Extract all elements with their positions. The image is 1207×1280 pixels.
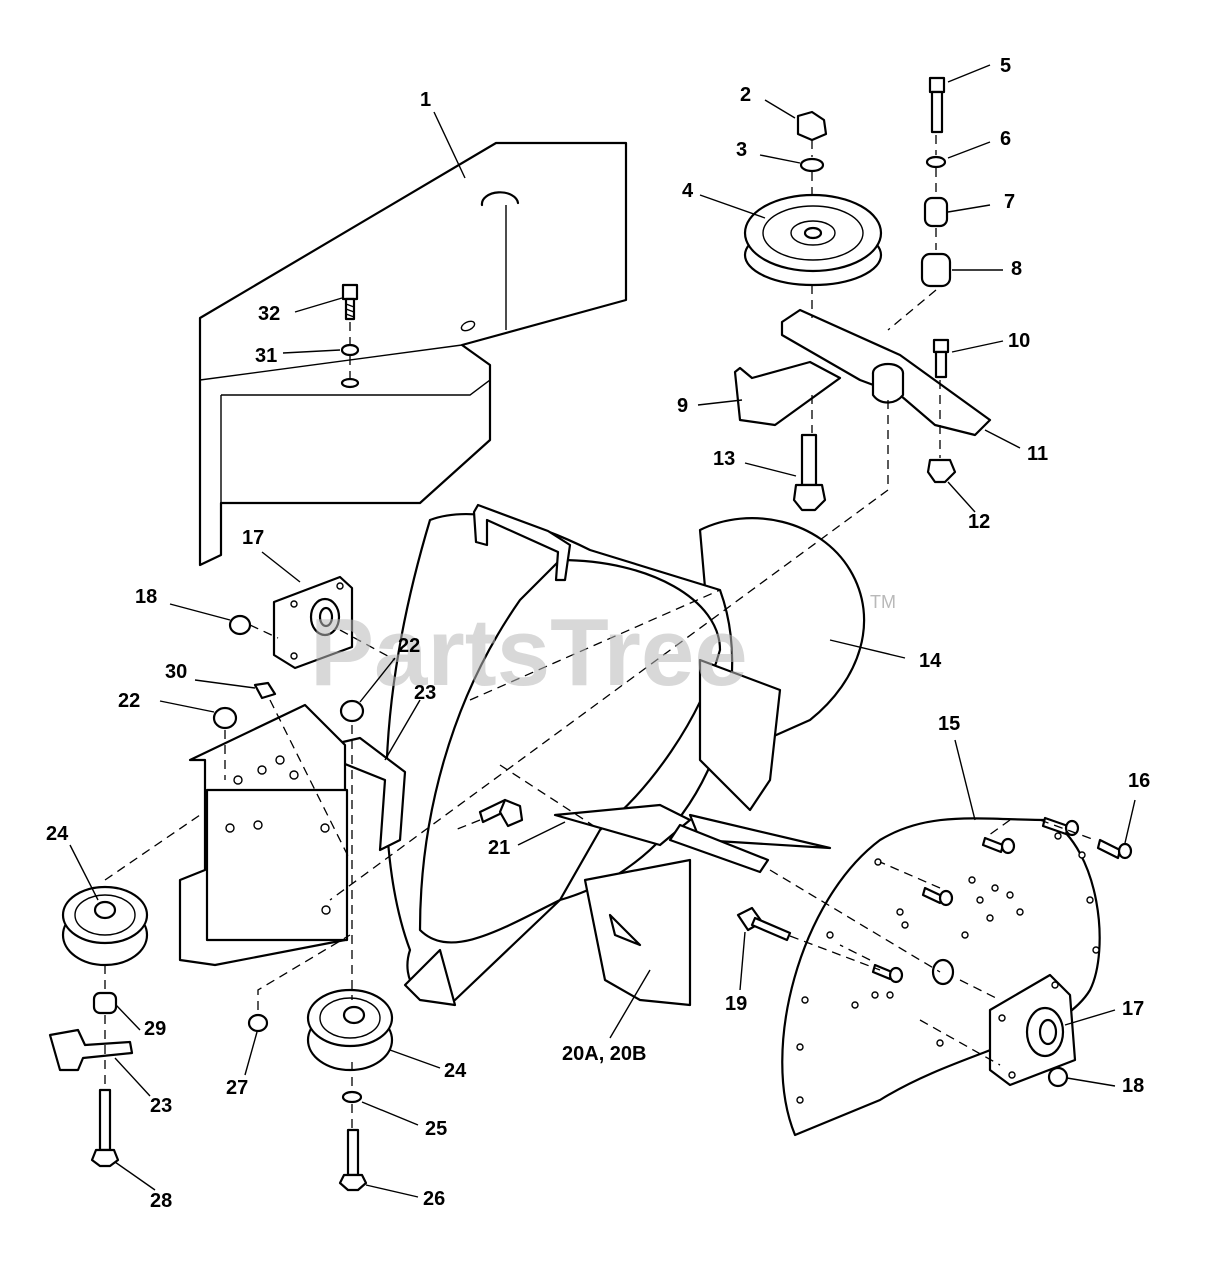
- bolt-19: [736, 906, 792, 942]
- nut-12: [926, 458, 957, 484]
- bracket-23-lower: [48, 1028, 134, 1072]
- spacer-29: [92, 991, 118, 1015]
- alignment-lines: [104, 135, 1096, 1128]
- callout-labels: 1 2 3 4 5 6 7 8 9 10 11 12 13 14 15 16 1…: [46, 55, 1150, 1212]
- callout-17-left: 17: [242, 527, 264, 549]
- bolt-26: [338, 1128, 368, 1192]
- clip-30: [253, 681, 277, 700]
- screw-mid-head: [938, 889, 954, 907]
- callout-19: 19: [725, 993, 747, 1015]
- callout-23-lower: 23: [150, 1095, 172, 1117]
- callout-22-left: 22: [118, 690, 140, 712]
- callout-29: 29: [144, 1018, 166, 1040]
- nut-22-right: [339, 699, 365, 723]
- callout-1: 1: [420, 89, 431, 111]
- callout-24-center: 24: [444, 1060, 467, 1082]
- watermark-tm: TM: [870, 592, 896, 612]
- washer-31: [340, 343, 360, 357]
- bolt-10: [932, 338, 950, 379]
- bolt-28: [90, 1088, 120, 1168]
- nut-22-left: [212, 706, 238, 730]
- callout-2: 2: [740, 84, 751, 106]
- bolt-32: [341, 283, 359, 321]
- bolt-5: [928, 76, 946, 134]
- idler-pulley-24-center: [306, 988, 394, 1072]
- bolt-21: [478, 798, 524, 828]
- callout-17-right: 17: [1122, 998, 1144, 1020]
- callout-10: 10: [1008, 330, 1030, 352]
- callout-22-right: 22: [398, 635, 420, 657]
- spacer-7: [923, 196, 949, 228]
- impeller-20: [553, 658, 832, 1007]
- callout-30: 30: [165, 661, 187, 683]
- callout-15: 15: [938, 713, 960, 735]
- callout-32: 32: [258, 303, 280, 325]
- callout-8: 8: [1011, 258, 1022, 280]
- screw-upper: [981, 836, 1005, 854]
- screw-upper-head: [1000, 837, 1016, 855]
- callout-4: 4: [682, 180, 694, 202]
- callout-13: 13: [713, 448, 735, 470]
- screw-mid: [921, 886, 944, 905]
- washer-6: [925, 155, 947, 169]
- nut-2: [796, 110, 828, 142]
- callout-11: 11: [1027, 443, 1048, 465]
- bracket-9: [733, 360, 842, 427]
- callout-23-upper: 23: [414, 682, 436, 704]
- pulley-4: [743, 193, 883, 287]
- callout-7: 7: [1004, 191, 1015, 213]
- nut-18-right: [1047, 1066, 1069, 1088]
- cover-shield: [198, 141, 628, 567]
- callout-21: 21: [488, 837, 510, 859]
- bolt-13: [792, 433, 827, 512]
- bearing-flange-17-left: [272, 575, 354, 670]
- washer-25: [341, 1090, 363, 1104]
- bushing-8: [920, 252, 952, 288]
- nut-27: [247, 1013, 269, 1033]
- leader-lines: [69, 64, 1136, 1198]
- callout-25: 25: [425, 1118, 447, 1140]
- callout-28: 28: [150, 1190, 172, 1212]
- callout-20: 20A, 20B: [562, 1043, 647, 1065]
- screw-lower-head: [888, 966, 904, 984]
- callout-27: 27: [226, 1077, 248, 1099]
- callout-16: 16: [1128, 770, 1150, 792]
- shield-hole: [340, 377, 360, 389]
- arm-boss: [871, 371, 905, 404]
- blower-housing: [385, 503, 866, 1007]
- mount-bracket: [178, 703, 349, 967]
- callout-12: 12: [968, 511, 990, 533]
- callout-5: 5: [1000, 55, 1011, 77]
- callout-18-right: 18: [1122, 1075, 1144, 1097]
- callout-26: 26: [423, 1188, 445, 1210]
- bearing-flange-17-right: [988, 973, 1077, 1087]
- callout-3: 3: [736, 139, 747, 161]
- callout-24-left: 24: [46, 823, 69, 845]
- nut-18-left: [228, 614, 252, 636]
- washer-3: [799, 157, 825, 173]
- watermark: PartsTree: [310, 599, 748, 706]
- callout-31: 31: [255, 345, 277, 367]
- callout-6: 6: [1000, 128, 1011, 150]
- idler-pulley-24-left: [61, 885, 149, 967]
- callout-18-left: 18: [135, 586, 157, 608]
- callout-14: 14: [919, 650, 942, 672]
- callout-9: 9: [677, 395, 688, 417]
